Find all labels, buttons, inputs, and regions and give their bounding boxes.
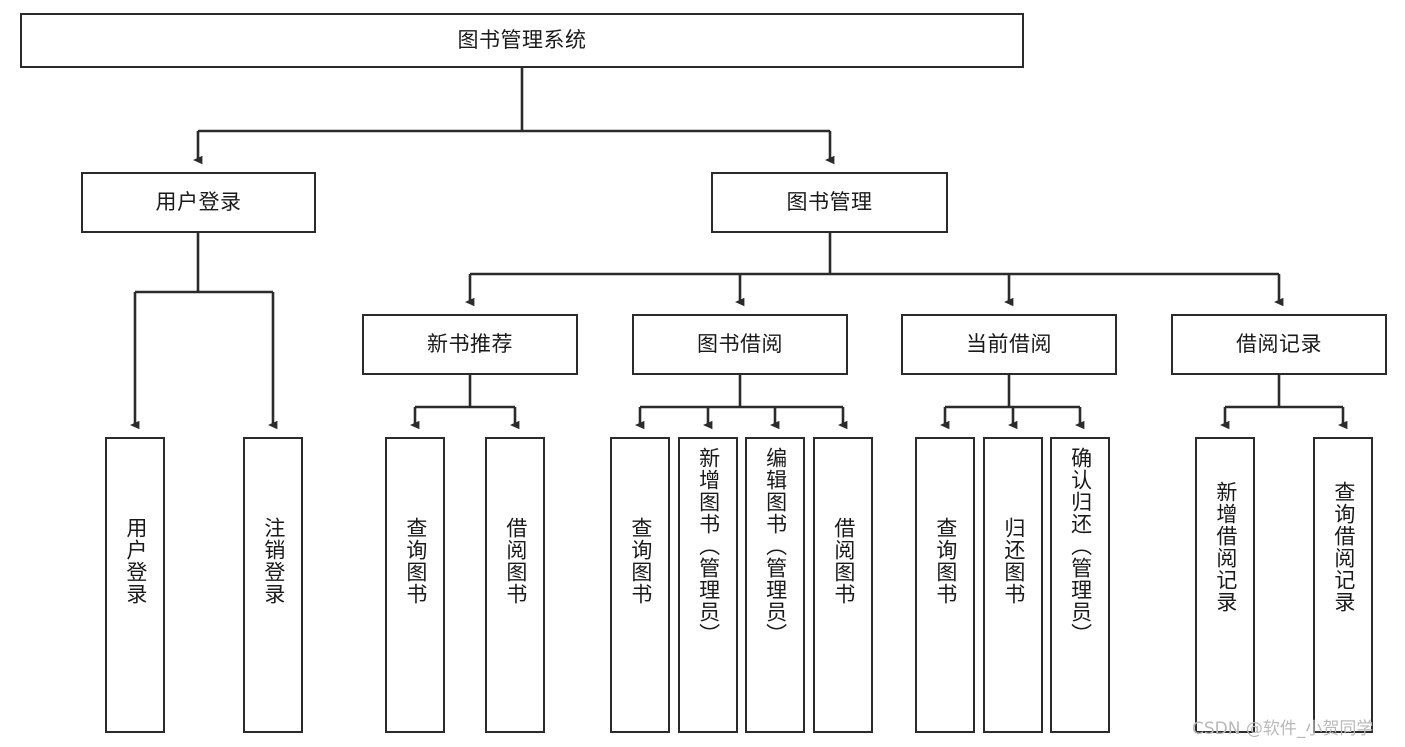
leaf-borrow-record-add[interactable]: 新增借阅记录 bbox=[1195, 437, 1255, 733]
edges-current-borrow-to-leaves bbox=[940, 375, 1085, 430]
node-label: 图书借阅 bbox=[697, 331, 783, 356]
watermark-text: CSDN @软件_小贺同学 bbox=[1192, 719, 1374, 739]
leaf-new-book-borrow[interactable]: 借阅图书 bbox=[485, 437, 545, 733]
node-label: 用户登录 bbox=[155, 189, 242, 214]
leaf-book-borrow-borrow-book[interactable]: 借阅图书 bbox=[813, 437, 873, 733]
edges-new-book-to-leaves bbox=[410, 375, 520, 430]
node-label: 图书管理 bbox=[786, 189, 873, 214]
edges-root-to-level1 bbox=[193, 68, 835, 165]
node-label: 查询图书 bbox=[933, 517, 958, 605]
edges-borrow-record-to-leaves bbox=[1220, 375, 1348, 430]
node-label: 借阅图书 bbox=[503, 517, 528, 605]
node-label: 注销登录 bbox=[261, 517, 286, 605]
edges-user-login-to-leaves bbox=[130, 233, 278, 430]
node-label: 当前借阅 bbox=[966, 331, 1052, 356]
node-label: 借阅记录 bbox=[1236, 331, 1322, 356]
leaf-current-borrow-return[interactable]: 归还图书 bbox=[983, 437, 1043, 733]
node-label: 用户登录 bbox=[123, 517, 148, 605]
leaf-current-borrow-query[interactable]: 查询图书 bbox=[915, 437, 975, 733]
node-user-login[interactable]: 用户登录 bbox=[81, 172, 316, 233]
node-borrow-record[interactable]: 借阅记录 bbox=[1171, 314, 1387, 375]
node-label: 查询借阅记录 bbox=[1331, 481, 1356, 613]
edges-book-borrow-to-leaves bbox=[635, 375, 848, 430]
node-label: 新增借阅记录 bbox=[1213, 481, 1238, 613]
node-root-book-management-system[interactable]: 图书管理系统 bbox=[20, 13, 1024, 68]
node-new-book-recommend[interactable]: 新书推荐 bbox=[362, 314, 578, 375]
node-book-borrow[interactable]: 图书借阅 bbox=[632, 314, 848, 375]
node-label: 确认归还（管理员） bbox=[1068, 447, 1093, 645]
leaf-book-borrow-query[interactable]: 查询图书 bbox=[610, 437, 670, 733]
node-book-management[interactable]: 图书管理 bbox=[711, 172, 948, 233]
leaf-user-login-login[interactable]: 用户登录 bbox=[105, 437, 165, 733]
node-label: 图书管理系统 bbox=[457, 27, 587, 52]
leaf-current-borrow-confirm-return-admin[interactable]: 确认归还（管理员） bbox=[1050, 437, 1110, 733]
node-label: 归还图书 bbox=[1001, 517, 1026, 605]
node-label: 编辑图书（管理员） bbox=[763, 447, 788, 645]
leaf-book-borrow-add-book-admin[interactable]: 新增图书（管理员） bbox=[678, 437, 738, 733]
node-label: 借阅图书 bbox=[831, 517, 856, 605]
node-label: 查询图书 bbox=[628, 517, 653, 605]
leaf-new-book-query[interactable]: 查询图书 bbox=[385, 437, 445, 733]
node-label: 新增图书（管理员） bbox=[696, 447, 721, 645]
node-label: 新书推荐 bbox=[427, 331, 513, 356]
leaf-borrow-record-query[interactable]: 查询借阅记录 bbox=[1313, 437, 1373, 733]
node-current-borrow[interactable]: 当前借阅 bbox=[901, 314, 1117, 375]
node-label: 查询图书 bbox=[403, 517, 428, 605]
edges-book-manage-to-level2 bbox=[465, 233, 1284, 307]
leaf-book-borrow-edit-book-admin[interactable]: 编辑图书（管理员） bbox=[745, 437, 805, 733]
leaf-user-login-logout[interactable]: 注销登录 bbox=[243, 437, 303, 733]
